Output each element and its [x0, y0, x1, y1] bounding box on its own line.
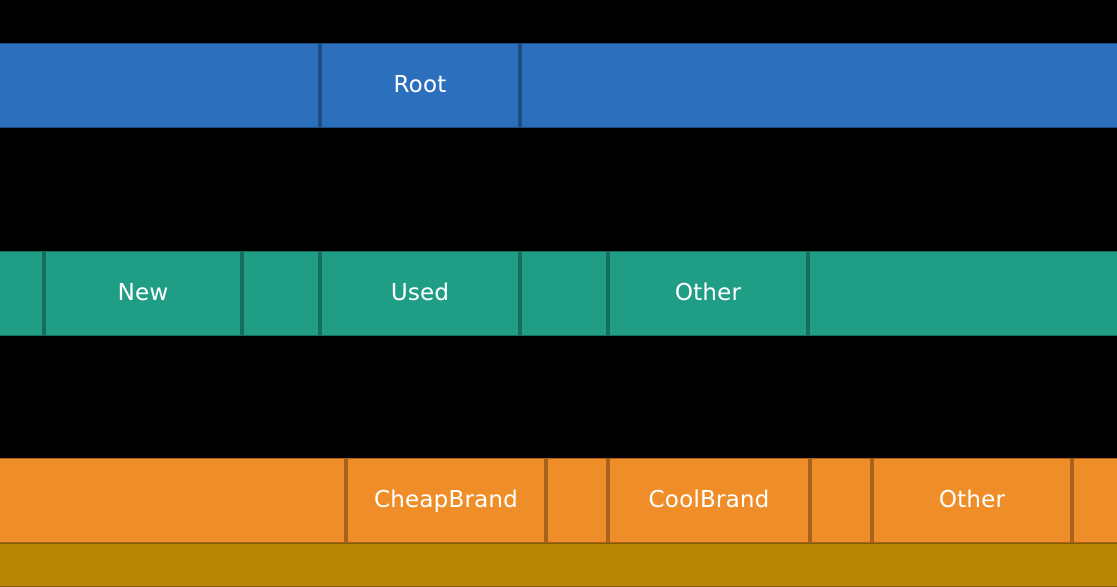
icicle-node-blank[interactable]: [0, 251, 44, 336]
icicle-node-label: Used: [390, 280, 450, 306]
icicle-node-cheapbrand[interactable]: CheapBrand: [346, 458, 546, 543]
icicle-node-other[interactable]: Other: [872, 458, 1072, 543]
icicle-node-new[interactable]: New: [44, 251, 242, 336]
icicle-node-label: Other: [938, 487, 1006, 513]
icicle-node-other[interactable]: Other: [608, 251, 808, 336]
icicle-node-label: New: [117, 280, 169, 306]
icicle-node-label: Root: [393, 72, 447, 98]
icicle-node-label: Other: [674, 280, 742, 306]
icicle-node-blank[interactable]: [520, 251, 608, 336]
icicle-node-blank[interactable]: [1072, 458, 1117, 543]
icicle-node-label: CheapBrand: [374, 487, 518, 513]
icicle-node-root[interactable]: Root: [320, 43, 520, 128]
icicle-node-blank[interactable]: [808, 251, 1117, 336]
icicle-node-used[interactable]: Used: [320, 251, 520, 336]
icicle-node-blank[interactable]: [0, 543, 1117, 587]
icicle-level-2: CheapBrand CoolBrand Other: [0, 458, 1117, 543]
icicle-level-0: Root: [0, 43, 1117, 128]
icicle-level-1: New Used Other: [0, 251, 1117, 336]
icicle-node-blank[interactable]: [520, 43, 1117, 128]
icicle-node-blank[interactable]: [0, 43, 320, 128]
icicle-node-blank[interactable]: [810, 458, 872, 543]
icicle-node-coolbrand[interactable]: CoolBrand: [608, 458, 810, 543]
icicle-node-blank[interactable]: [242, 251, 320, 336]
icicle-node-blank[interactable]: [546, 458, 608, 543]
icicle-node-label: CoolBrand: [648, 487, 770, 513]
icicle-level-3: [0, 543, 1117, 587]
icicle-node-blank[interactable]: [0, 458, 346, 543]
